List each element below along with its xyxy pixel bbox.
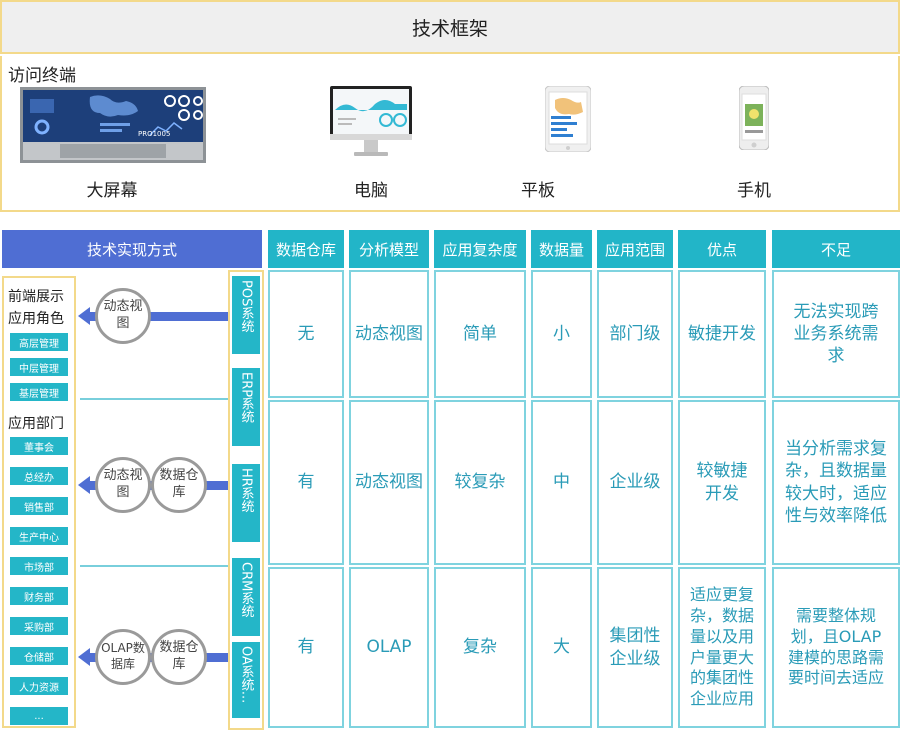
cell-model-row2: 动态视图: [349, 400, 429, 565]
system-tag-pos: POS系统: [232, 276, 260, 354]
department-tag: 总经办: [10, 467, 68, 485]
cell-scope-row1: 部门级: [597, 270, 673, 398]
header-volume: 数据量: [531, 230, 592, 268]
role-tag: 中层管理: [10, 358, 68, 376]
department-tag: 董事会: [10, 437, 68, 455]
department-tag: 销售部: [10, 497, 68, 515]
cell-complexity-row1: 简单: [434, 270, 526, 398]
cell-cons-row3: 需要整体规划，且OLAP建模的思路需要时间去适应: [772, 567, 900, 728]
cell-cons-row2: 当分析需求复杂，且数据量较大时，适应性与效率降低: [772, 400, 900, 565]
cell-volume-row3: 大: [531, 567, 592, 728]
circle-data-warehouse: 数据仓库: [151, 629, 207, 685]
cell-model-row3: OLAP: [349, 567, 429, 728]
group-departments-title: 应用部门: [8, 416, 64, 432]
group-frontend-title: 前端展示: [8, 289, 64, 305]
row-divider: [80, 565, 230, 567]
circle-data-warehouse: 数据仓库: [151, 457, 207, 513]
system-tag-crm: CRM系统: [232, 558, 260, 636]
cell-complexity-row3: 复杂: [434, 567, 526, 728]
role-tag: 高层管理: [10, 333, 68, 351]
cell-warehouse-row3: 有: [268, 567, 344, 728]
row-divider: [80, 398, 230, 400]
header-cons: 不足: [772, 230, 900, 268]
arrow-head-icon: [78, 476, 90, 494]
department-tag: ...: [10, 707, 68, 725]
header-pros: 优点: [678, 230, 766, 268]
role-tag: 基层管理: [10, 383, 68, 401]
cell-volume-row2: 中: [531, 400, 592, 565]
cell-complexity-row2: 较复杂: [434, 400, 526, 565]
device-label-tablet: 平板: [521, 181, 555, 201]
department-tag: 市场部: [10, 557, 68, 575]
circle-dynamic-view: 动态视图: [95, 457, 151, 513]
device-label-phone: 手机: [737, 181, 771, 201]
department-tag: 财务部: [10, 587, 68, 605]
monitor-icon: [330, 86, 412, 160]
access-terminals-label: 访问终端: [8, 66, 76, 86]
department-tag: 仓储部: [10, 647, 68, 665]
arrow-head-icon: [78, 307, 90, 325]
header-scope: 应用范围: [597, 230, 673, 268]
group-roles-title: 应用角色: [8, 311, 64, 327]
cell-model-row1: 动态视图: [349, 270, 429, 398]
cell-scope-row2: 企业级: [597, 400, 673, 565]
header-implementation: 技术实现方式: [2, 230, 262, 268]
cell-warehouse-row1: 无: [268, 270, 344, 398]
phone-icon: [738, 85, 770, 151]
department-tag: 人力资源: [10, 677, 68, 695]
cell-volume-row1: 小: [531, 270, 592, 398]
tablet-icon: [544, 85, 592, 153]
device-label-large-screen: 大屏幕: [86, 181, 138, 201]
header-warehouse: 数据仓库: [268, 230, 344, 268]
header-model: 分析模型: [349, 230, 429, 268]
svg-text:PRO1005: PRO1005: [138, 130, 170, 138]
cell-pros-row3: 适应更复杂，数据量以及用户量更大的集团性企业应用: [678, 567, 766, 728]
device-label-computer: 电脑: [354, 181, 388, 201]
large-screen-icon: PRO1005: [20, 87, 206, 163]
arrow-head-icon: [78, 648, 90, 666]
header-complexity: 应用复杂度: [434, 230, 526, 268]
system-tag-erp: ERP系统: [232, 368, 260, 446]
arrow-row1: [90, 312, 228, 321]
page-title: 技术框架: [0, 0, 900, 54]
department-tag: 生产中心: [10, 527, 68, 545]
cell-cons-row1: 无法实现跨业务系统需求: [772, 270, 900, 398]
department-tag: 采购部: [10, 617, 68, 635]
circle-olap-database: OLAP数据库: [95, 629, 151, 685]
cell-pros-row1: 敏捷开发: [678, 270, 766, 398]
system-tag-oa: OA系统...: [232, 642, 260, 718]
circle-dynamic-view: 动态视图: [95, 288, 151, 344]
cell-warehouse-row2: 有: [268, 400, 344, 565]
system-tag-hr: HR系统: [232, 464, 260, 542]
cell-scope-row3: 集团性企业级: [597, 567, 673, 728]
cell-pros-row2: 较敏捷开发: [678, 400, 766, 565]
